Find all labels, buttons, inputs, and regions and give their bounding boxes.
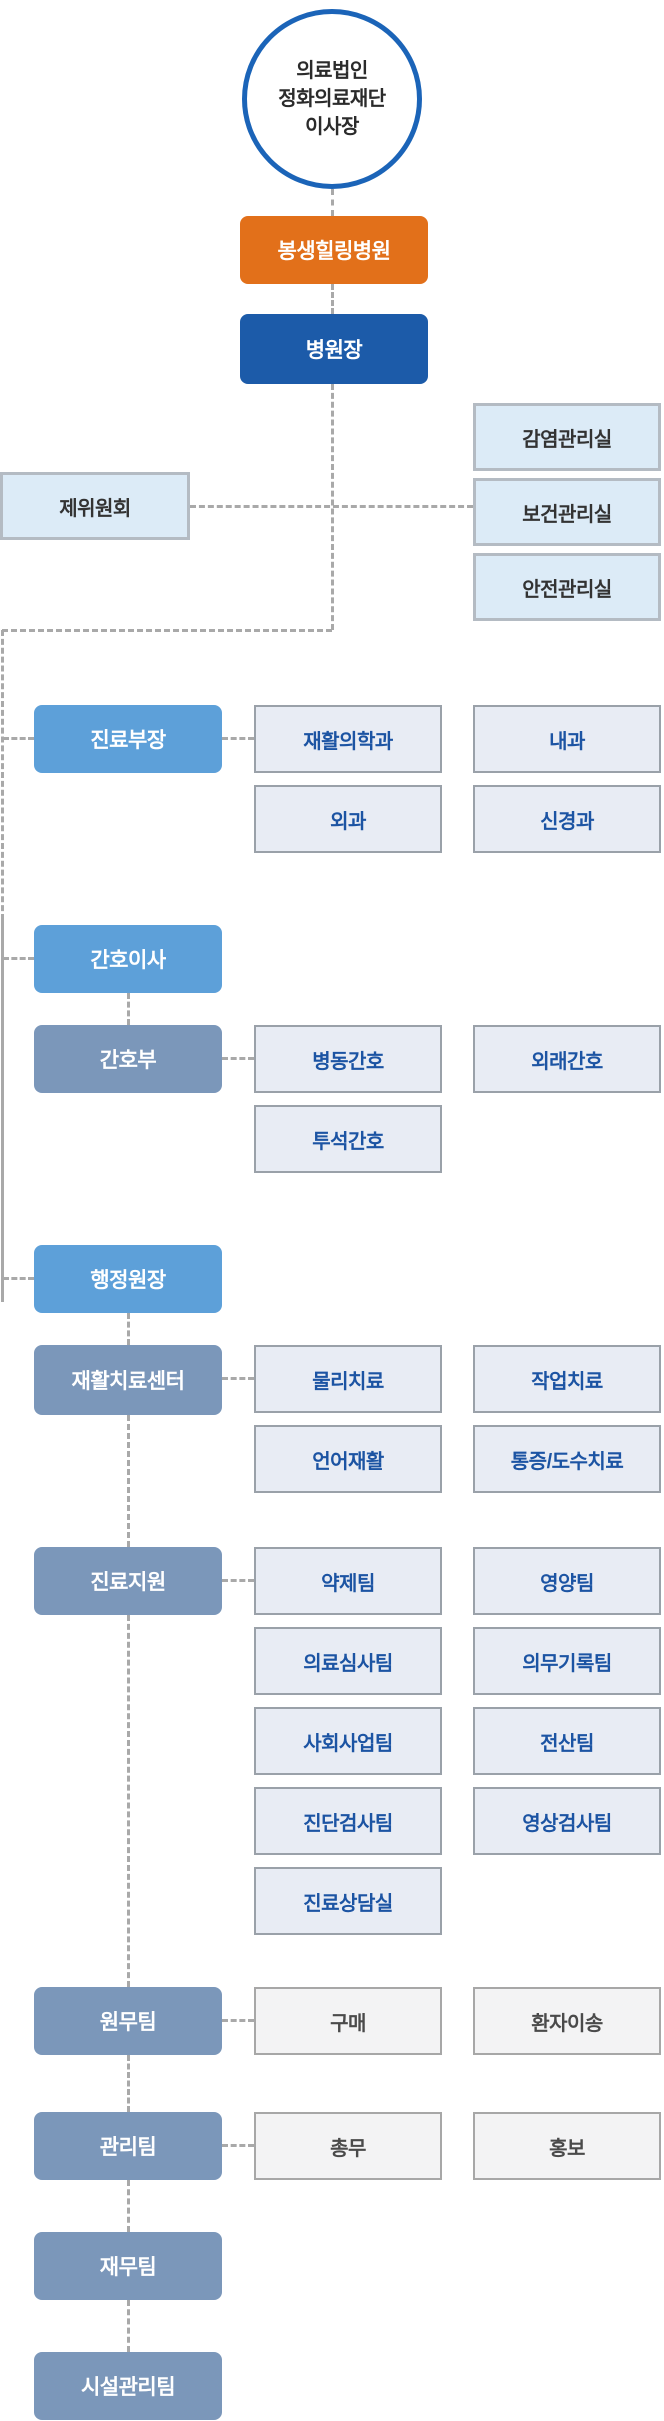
dept-management-team: 관리팀: [34, 2112, 222, 2180]
stub-medical-director-subs: [222, 737, 254, 740]
dept-medical-director: 진료부장: [34, 705, 222, 773]
committee-box: 제위원회: [0, 472, 190, 540]
staff-office-health-management: 보건관리실: [473, 478, 661, 546]
sub-dept-diagnostic-test-team: 진단검사팀: [254, 1787, 442, 1855]
sub-dept-patient-transport: 환자이송: [473, 1987, 661, 2055]
dept-nursing: 간호부: [34, 1025, 222, 1093]
connector-committee-offices: [190, 505, 473, 508]
staff-office-safety-management: 안전관리실: [473, 553, 661, 621]
dept-admin-team: 원무팀: [34, 1987, 222, 2055]
sub-dept-rehab-medicine: 재활의학과: [254, 705, 442, 773]
dept-medical-support: 진료지원: [34, 1547, 222, 1615]
sub-dept-outpatient-nursing: 외래간호: [473, 1025, 661, 1093]
connector-finance-facility: [127, 2300, 130, 2352]
stub-nursing-subs: [222, 1057, 254, 1060]
sub-dept-ward-nursing: 병동간호: [254, 1025, 442, 1093]
connector-adminteam-mgmtteam: [127, 2055, 130, 2112]
sub-dept-consultation-office: 진료상담실: [254, 1867, 442, 1935]
sub-dept-surgery: 외과: [254, 785, 442, 853]
sub-dept-occupational-therapy: 작업치료: [473, 1345, 661, 1413]
sub-dept-social-work-team: 사회사업팀: [254, 1707, 442, 1775]
connector-admin-rehabcenter: [127, 1313, 130, 1345]
dept-rehab-center: 재활치료센터: [34, 1345, 222, 1415]
stub-nursing-director: [3, 957, 34, 960]
hospital-box: 봉생힐링병원: [240, 216, 428, 284]
connector-support-adminteam: [127, 1615, 130, 1987]
connector-rehabcenter-support: [127, 1415, 130, 1547]
connector-trunk-elbow: [2, 629, 332, 632]
sub-dept-medical-records-team: 의무기록팀: [473, 1627, 661, 1695]
connector-nursing-director-dept: [127, 993, 130, 1025]
sub-dept-internal-medicine: 내과: [473, 705, 661, 773]
left-rail-dashed: [1, 630, 4, 920]
hospital-director-box: 병원장: [240, 314, 428, 384]
foundation-chairman-circle: 의료법인 정화의료재단 이사장: [242, 9, 422, 189]
stub-adminteam-subs: [222, 2019, 254, 2022]
sub-dept-medical-review-team: 의료심사팀: [254, 1627, 442, 1695]
connector-hospital-director: [331, 284, 334, 314]
connector-mgmtteam-finance: [127, 2180, 130, 2232]
sub-dept-pharmacy-team: 약제팀: [254, 1547, 442, 1615]
sub-dept-physical-therapy: 물리치료: [254, 1345, 442, 1413]
sub-dept-dialysis-nursing: 투석간호: [254, 1105, 442, 1173]
sub-dept-it-team: 전산팀: [473, 1707, 661, 1775]
staff-office-infection-control: 감염관리실: [473, 403, 661, 471]
sub-dept-pain-manual-therapy: 통증/도수치료: [473, 1425, 661, 1493]
stub-rehab-subs: [222, 1377, 254, 1380]
sub-dept-neurology: 신경과: [473, 785, 661, 853]
sub-dept-nutrition-team: 영양팀: [473, 1547, 661, 1615]
stub-support-subs: [222, 1579, 254, 1582]
stub-medical-director: [3, 737, 34, 740]
connector-chairman-hospital: [331, 189, 334, 216]
sub-dept-speech-rehab: 언어재활: [254, 1425, 442, 1493]
stub-admin-director: [3, 1277, 34, 1280]
sub-dept-general-affairs: 총무: [254, 2112, 442, 2180]
dept-facility-team: 시설관리팀: [34, 2352, 222, 2420]
sub-dept-imaging-test-team: 영상검사팀: [473, 1787, 661, 1855]
left-rail-solid: [1, 920, 4, 1302]
sub-dept-purchasing: 구매: [254, 1987, 442, 2055]
dept-nursing-director: 간호이사: [34, 925, 222, 993]
sub-dept-public-relations: 홍보: [473, 2112, 661, 2180]
dept-admin-director: 행정원장: [34, 1245, 222, 1313]
dept-finance-team: 재무팀: [34, 2232, 222, 2300]
stub-mgmtteam-subs: [222, 2144, 254, 2147]
